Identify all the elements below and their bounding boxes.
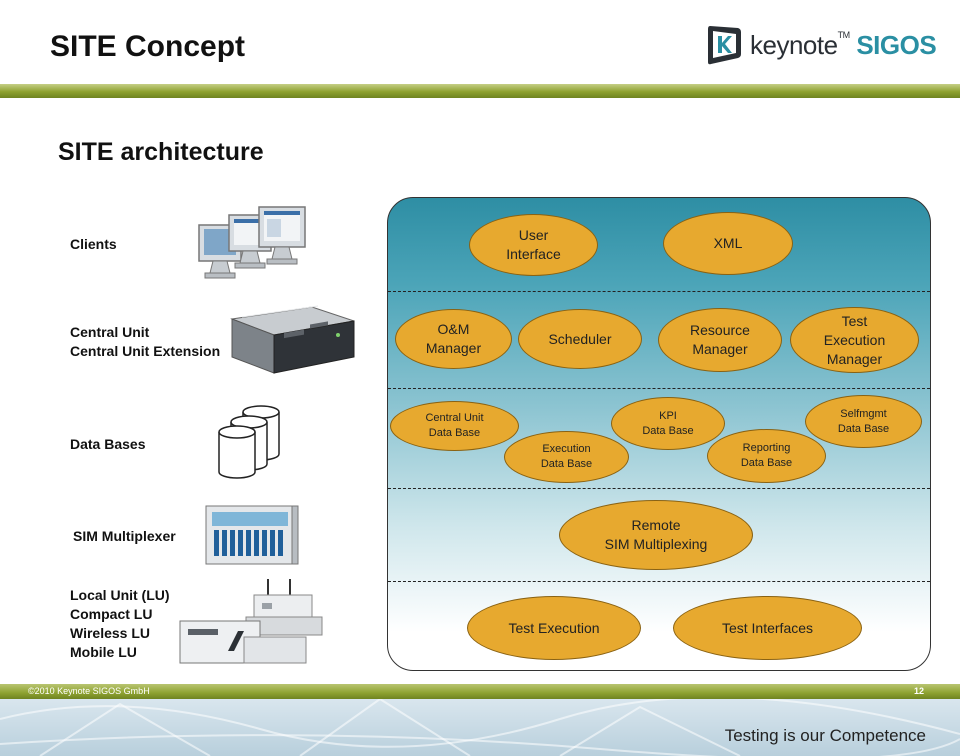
node-xml: XML [663, 212, 793, 275]
row-label-data-bases: Data Bases [70, 436, 146, 452]
footer-dome-pattern-icon [0, 699, 960, 756]
page-number: 12 [914, 686, 925, 696]
footer-bar [0, 684, 960, 699]
node-test-interfaces: Test Interfaces [673, 596, 862, 660]
architecture-panel: User Interface XML O&M Manager Scheduler… [387, 197, 931, 671]
logo-word: keynote [750, 30, 838, 60]
server-rack-icon [230, 305, 355, 374]
layer-divider [388, 388, 930, 389]
logo-brand: SIGOS [856, 30, 937, 60]
layer-divider [388, 291, 930, 292]
sim-multiplexer-icon [205, 505, 299, 565]
local-unit-devices-icon [179, 579, 323, 664]
footer-background [0, 699, 960, 756]
node-test-execution-manager: Test Execution Manager [790, 307, 919, 373]
node-test-execution: Test Execution [467, 596, 641, 660]
keynote-logo-icon [708, 26, 741, 65]
layer-divider [388, 581, 930, 582]
node-central-unit-db: Central Unit Data Base [390, 401, 519, 451]
node-user-interface: User Interface [469, 214, 598, 276]
node-scheduler: Scheduler [518, 309, 642, 369]
layer-divider [388, 488, 930, 489]
node-selfmgmt-db: Selfmgmt Data Base [805, 395, 922, 448]
node-reporting-db: Reporting Data Base [707, 429, 826, 483]
row-label-local-unit: Local Unit (LU) Compact LU Wireless LU M… [70, 587, 170, 660]
node-execution-db: Execution Data Base [504, 431, 629, 483]
logo-trademark: TM [837, 30, 851, 40]
slide-subtitle: SITE architecture [58, 138, 264, 166]
node-om-manager: O&M Manager [395, 309, 512, 369]
company-logo: keynoteTM SIGOS [700, 22, 937, 70]
copyright-text: ©2010 Keynote SIGOS GmbH [28, 686, 150, 696]
node-kpi-db: KPI Data Base [611, 397, 725, 450]
row-label-sim-multiplexer: SIM Multiplexer [73, 528, 176, 544]
row-label-clients: Clients [70, 236, 117, 252]
tagline: Testing is our Competence [724, 726, 926, 745]
node-resource-manager: Resource Manager [658, 308, 782, 372]
client-monitors-icon [198, 206, 306, 279]
header-divider-bar [0, 84, 960, 98]
database-cylinders-icon [218, 405, 280, 479]
row-label-central-unit: Central Unit Central Unit Extension [70, 324, 221, 359]
node-remote-sim-multiplexing: Remote SIM Multiplexing [559, 500, 753, 570]
page-title: SITE Concept [50, 30, 246, 63]
